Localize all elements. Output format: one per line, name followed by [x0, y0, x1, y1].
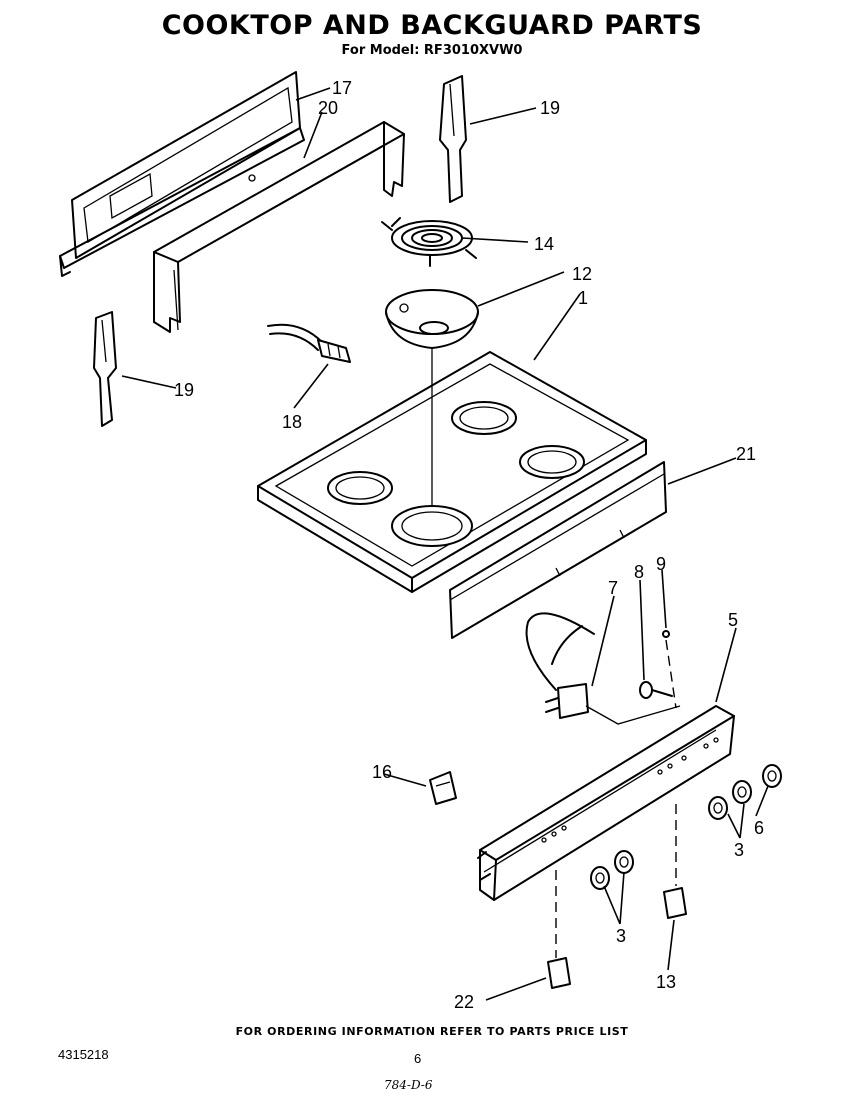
backguard-frame: [153, 121, 405, 333]
knob-right-3b: [708, 796, 728, 820]
drip-bowl: [385, 289, 479, 349]
washer: [662, 630, 677, 709]
knob-left-3b: [590, 866, 610, 890]
ordering-info-note: FOR ORDERING INFORMATION REFER TO PARTS …: [235, 1025, 629, 1038]
callout-5: 5: [728, 610, 738, 630]
switch-part-13: [663, 804, 687, 919]
callout-16: 16: [372, 762, 392, 782]
knob-right-6: [762, 764, 782, 788]
end-bracket-right: [439, 75, 467, 203]
mounting-screw: [639, 681, 673, 699]
leader-lines: [121, 87, 769, 1001]
callout-12: 12: [572, 264, 592, 284]
end-bracket-left: [93, 311, 117, 427]
control-panel: [477, 705, 735, 901]
callout-9: 9: [656, 554, 666, 574]
front-strip: [449, 461, 667, 639]
infinite-switch: [525, 612, 681, 725]
backguard-panel: [59, 71, 305, 277]
callout-3-right: 3: [734, 840, 744, 860]
callout-22: 22: [454, 992, 474, 1012]
knob-left-3a: [614, 850, 634, 874]
main-cooktop: [257, 348, 647, 593]
callout-21: 21: [736, 444, 756, 464]
clip-part-16: [429, 771, 457, 805]
surface-element-coil: [381, 217, 477, 267]
page-title: COOKTOP AND BACKGUARD PARTS: [161, 10, 703, 41]
callout-19-left: 19: [174, 380, 194, 400]
model-subtitle: For Model: RF3010XVW0: [341, 43, 523, 58]
callout-17: 17: [332, 78, 352, 98]
callout-18: 18: [282, 412, 302, 432]
switch-part-22: [547, 870, 571, 989]
handwritten-note: 784-D-6: [384, 1078, 433, 1092]
callout-13: 13: [656, 972, 676, 992]
terminal-block-wire: [267, 323, 351, 363]
callout-19-top: 19: [540, 98, 560, 118]
callout-8: 8: [634, 562, 644, 582]
callout-20: 20: [318, 98, 338, 118]
callout-7: 7: [608, 578, 618, 598]
document-number: 4315218: [58, 1047, 109, 1062]
page-number: 6: [414, 1051, 422, 1066]
callout-6: 6: [754, 818, 764, 838]
callout-14: 14: [534, 234, 554, 254]
knob-right-3a: [732, 780, 752, 804]
callout-3-left: 3: [616, 926, 626, 946]
callout-1: 1: [578, 288, 588, 308]
